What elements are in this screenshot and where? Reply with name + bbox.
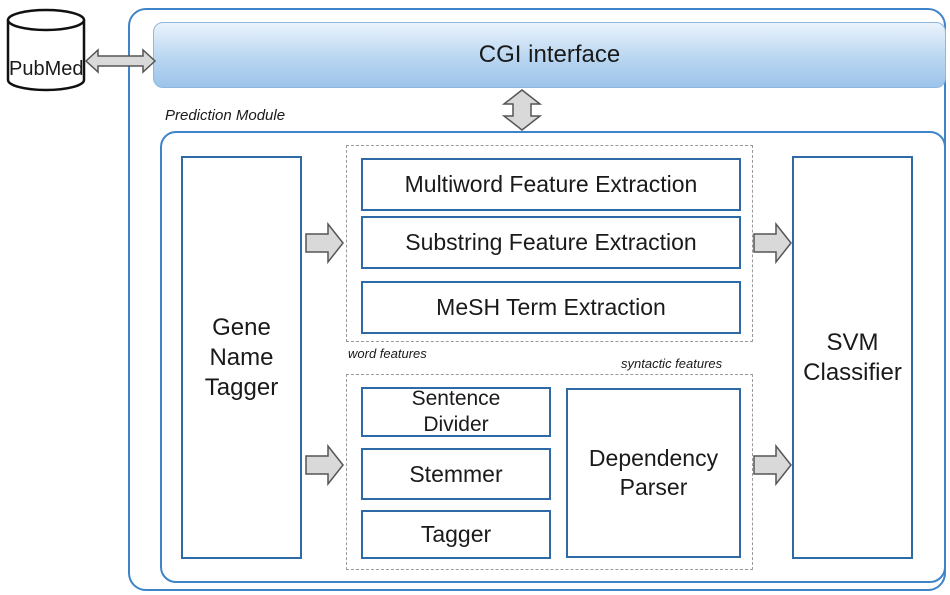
syntax-to-svm-arrow — [753, 443, 792, 487]
svm-classifier-box: SVM Classifier — [792, 156, 913, 559]
tagger-to-syntax-arrow — [305, 443, 344, 487]
dependency-parser-label: Dependency Parser — [588, 445, 719, 500]
pubmed-cgi-double-arrow — [84, 48, 157, 74]
svm-classifier-label: SVM Classifier — [803, 328, 902, 386]
word-to-svm-arrow — [753, 221, 792, 265]
mesh-term-extraction-label: MeSH Term Extraction — [436, 294, 666, 321]
sentence-divider-box: Sentence Divider — [361, 387, 551, 437]
tagger-box: Tagger — [361, 510, 551, 559]
pubmed-database-icon — [6, 8, 86, 92]
pubmed-label: PubMed — [9, 58, 84, 80]
tagger-label: Tagger — [420, 521, 492, 548]
syntactic-features-label: syntactic features — [621, 356, 723, 371]
word-features-label: word features — [348, 346, 427, 361]
syntactic-features-group — [346, 374, 753, 570]
dependency-parser-box: Dependency Parser — [566, 388, 741, 558]
cgi-module-double-arrow — [501, 89, 543, 131]
prediction-module-label: Prediction Module — [165, 107, 286, 124]
substring-feature-extraction-label: Substring Feature Extraction — [405, 229, 697, 256]
multiword-feature-extraction-box: Multiword Feature Extraction — [361, 158, 741, 211]
sentence-divider-label: Sentence Divider — [411, 386, 501, 436]
substring-feature-extraction-box: Substring Feature Extraction — [361, 216, 741, 269]
gene-name-tagger-box: Gene Name Tagger — [181, 156, 302, 559]
cgi-interface-label: CGI interface — [478, 41, 621, 68]
mesh-term-extraction-box: MeSH Term Extraction — [361, 281, 741, 334]
cgi-interface-box: CGI interface — [153, 22, 946, 88]
gene-name-tagger-label: Gene Name Tagger — [204, 313, 279, 401]
stemmer-box: Stemmer — [361, 448, 551, 500]
tagger-to-word-arrow — [305, 221, 344, 265]
multiword-feature-extraction-label: Multiword Feature Extraction — [404, 171, 698, 198]
word-features-group — [346, 145, 753, 342]
stemmer-label: Stemmer — [409, 460, 503, 487]
